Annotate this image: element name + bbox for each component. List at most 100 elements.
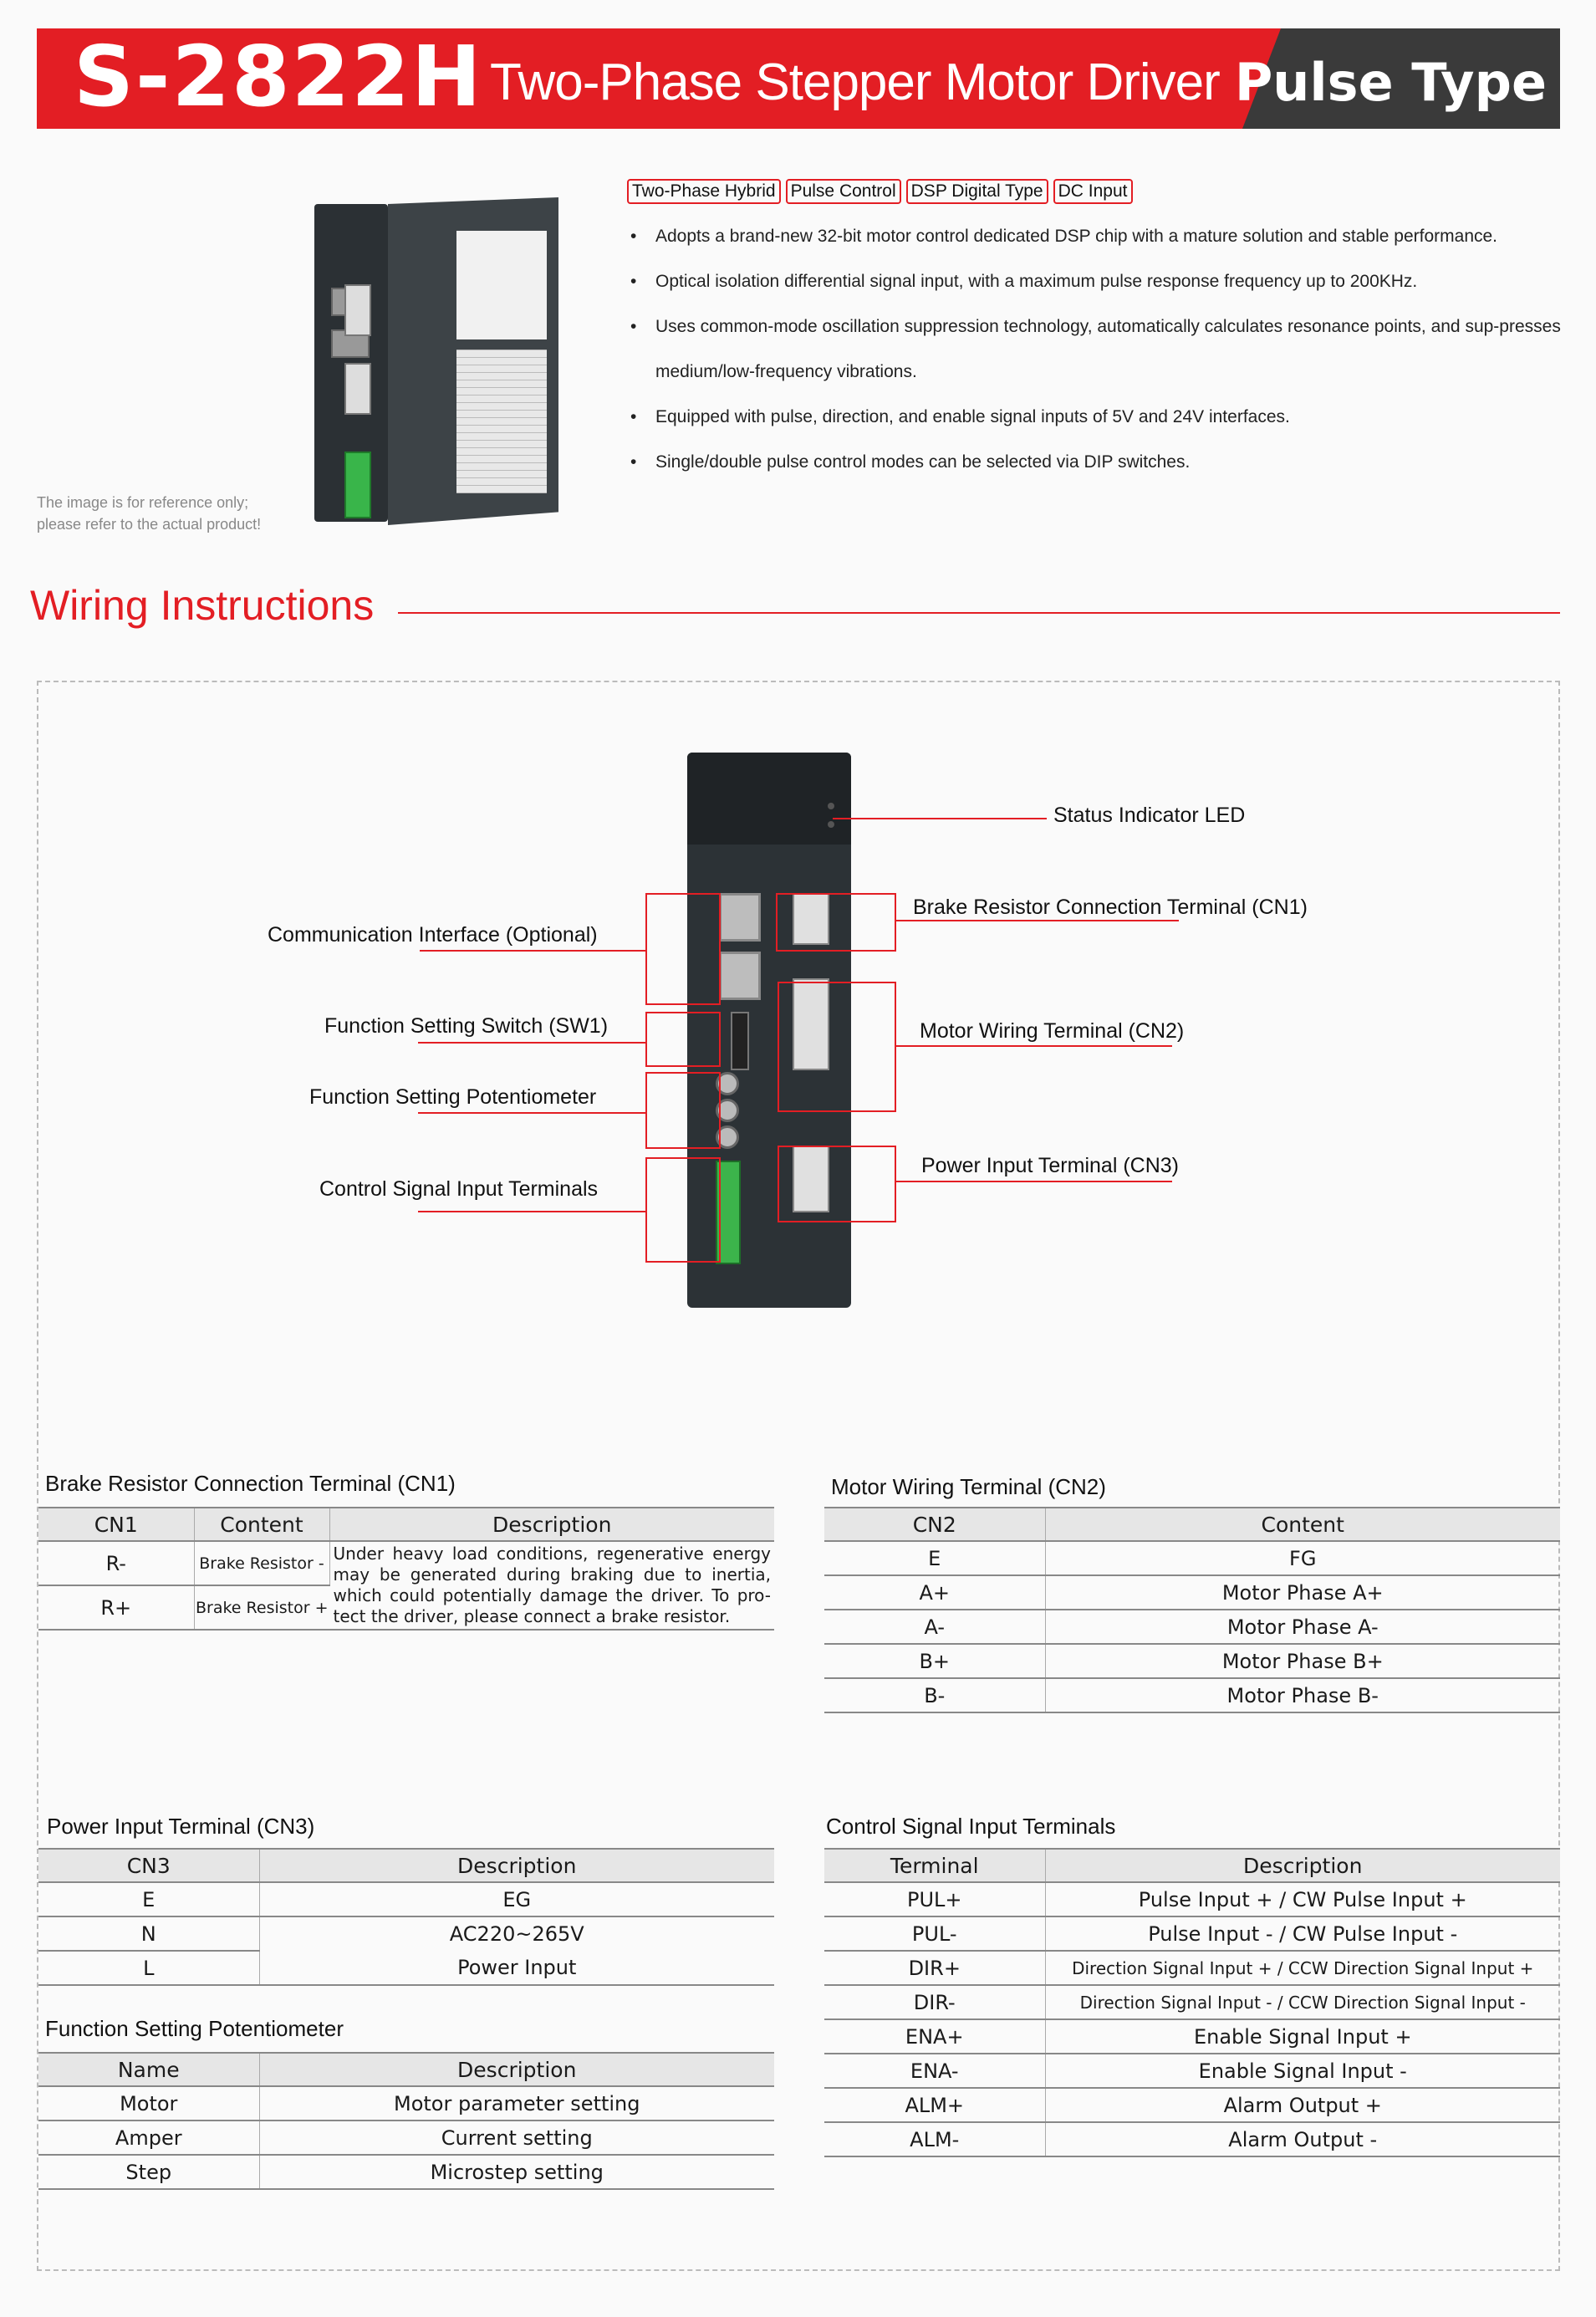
cn1-table: CN1 Content Description R- Brake Resisto… [38,1507,774,1631]
callout-line [833,818,1047,819]
cn3-title: Power Input Terminal (CN3) [47,1814,315,1839]
terminal-block [344,284,371,336]
column-header: Terminal [824,1848,1046,1883]
column-header: CN2 [824,1507,1046,1542]
product-subtitle: Two-Phase Stepper Motor Driver [490,54,1221,111]
name-cell: Motor [38,2086,260,2121]
table-row: PUL-Pulse Input - / CW Pulse Input - [824,1916,1560,1952]
driver-top-panel [687,753,851,845]
table-row: PUL+Pulse Input + / CW Pulse Input + [824,1882,1560,1917]
description-cell: Motor parameter setting [259,2086,774,2121]
description-cell: AC220~265V [449,1922,584,1946]
table-row: B+Motor Phase B+ [824,1644,1560,1679]
description-cell: EG [259,1882,774,1917]
wiring-panel [37,681,1560,2271]
pin-cell: ALM+ [824,2088,1046,2123]
tag: DC Input [1053,179,1133,204]
pin-cell: DIR+ [824,1951,1046,1986]
content-cell: FG [1045,1541,1560,1576]
column-header: CN3 [38,1848,260,1883]
description-cell: Alarm Output - [1045,2122,1560,2157]
image-disclaimer: The image is for reference only; please … [37,494,262,533]
callout-box [645,893,721,1005]
pin-cell: PUL+ [824,1882,1046,1917]
callout-power: Power Input Terminal (CN3) [921,1154,1179,1177]
spec-label [456,350,547,493]
callout-line [418,1042,645,1044]
pot-title: Function Setting Potentiometer [45,2016,344,2041]
callout-comm: Communication Interface (Optional) [268,923,598,947]
badge-background [1242,28,1560,129]
callout-sw1: Function Setting Switch (SW1) [324,1014,609,1038]
description-cell: Power Input [259,1951,774,1986]
status-led [828,821,834,828]
model-number: S-2822H [74,28,483,125]
header-banner: S-2822H Two-Phase Stepper Motor Driver P… [37,28,1560,129]
table-row: ENA-Enable Signal Input - [824,2054,1560,2089]
driver-diagram [687,753,851,1308]
pin-cell: R- [38,1541,195,1586]
description-cell: Direction Signal Input - / CCW Direction… [1045,1985,1560,2020]
callout-line [418,1112,645,1114]
column-header: Content [1045,1507,1560,1542]
status-led [828,803,834,809]
cn1-title: Brake Resistor Connection Terminal (CN1) [45,1471,456,1496]
callout-box [645,1072,721,1149]
description-cell: Alarm Output + [1045,2088,1560,2123]
feature-item: Adopts a brand-new 32-bit motor control … [630,214,1567,259]
terminal-block [344,363,371,415]
pin-cell: E [824,1541,1046,1576]
section-title: Wiring Instructions [30,582,375,629]
callout-control: Control Signal Input Terminals [319,1177,599,1201]
cn1-connector [793,893,829,945]
callout-pot: Function Setting Potentiometer [309,1085,597,1109]
feature-item: Single/double pulse control modes can be… [630,440,1567,485]
pin-cell: ALM- [824,2122,1046,2157]
product-image [314,197,563,532]
content-cell: Brake Resistor + [194,1585,329,1631]
column-header: Description [259,1848,774,1883]
callout-line [896,920,1179,921]
column-header: CN1 [38,1507,195,1542]
callout-line [896,1181,1172,1182]
pin-cell: PUL- [824,1916,1046,1952]
tag: DSP Digital Type [905,179,1048,204]
table-row: A+Motor Phase A+ [824,1575,1560,1610]
tag: Two-Phase Hybrid [627,179,781,204]
description-cell: Enable Signal Input + [1045,2019,1560,2054]
feature-list: Adopts a brand-new 32-bit motor control … [630,214,1567,485]
callout-box [776,893,896,952]
table-row: A-Motor Phase A- [824,1610,1560,1645]
pin-cell: B+ [824,1644,1046,1679]
ctrl-table: Terminal Description PUL+Pulse Input + /… [824,1848,1560,2157]
table-row: B-Motor Phase B- [824,1678,1560,1713]
callout-line [420,950,645,952]
pin-cell: E [38,1882,260,1917]
column-header: Name [38,2052,260,2087]
pin-cell: ENA- [824,2054,1046,2089]
description-cell: Current setting [259,2121,774,2156]
table-row: R- Brake Resistor - Under heavy load con… [38,1541,774,1631]
callout-motor: Motor Wiring Terminal (CN2) [920,1019,1185,1043]
callout-line [418,1211,645,1212]
content-cell: Motor Phase B+ [1045,1644,1560,1679]
pin-cell: L [38,1951,260,1986]
description-cell: Under heavy load conditions, regenerativ… [329,1541,774,1631]
callout-box [778,1146,896,1222]
description-cell: Microstep setting [259,2155,774,2190]
pin-cell: A- [824,1610,1046,1645]
column-header: Content [194,1507,330,1542]
table-row: ENA+Enable Signal Input + [824,2019,1560,2054]
column-header: Description [259,2052,774,2087]
driver-front-panel [314,204,388,522]
description-cell: Pulse Input + / CW Pulse Input + [1045,1882,1560,1917]
feature-item: Equipped with pulse, direction, and enab… [630,395,1567,440]
